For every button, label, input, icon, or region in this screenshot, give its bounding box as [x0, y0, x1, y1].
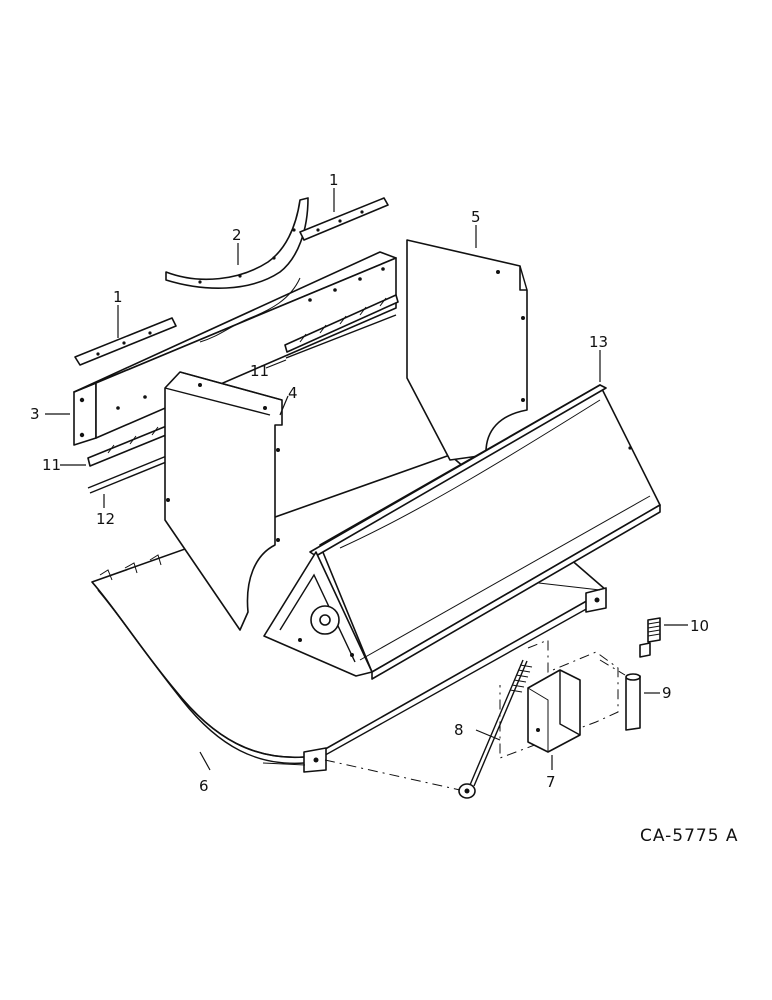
- callout-12: 12: [96, 510, 115, 528]
- callout-labels: 1 2 1 5 13 3 11 4 11 12 10 9 8 6 7: [30, 171, 709, 795]
- part-10-spring: [639, 617, 661, 658]
- callout-3: 3: [30, 405, 40, 423]
- assembly-line-rod-to-pan: [324, 759, 461, 791]
- callout-2: 2: [232, 226, 242, 244]
- callout-11-lower: 11: [42, 456, 61, 474]
- callout-13: 13: [589, 333, 608, 351]
- callout-6: 6: [199, 777, 209, 795]
- callout-11-upper: 11: [250, 362, 269, 380]
- part-11-hinge-upper: [284, 294, 399, 353]
- part-9-sleeve: [625, 673, 641, 731]
- part-1-strip-left: [74, 317, 177, 366]
- callout-10: 10: [690, 617, 709, 635]
- part-2-curved-strap: [165, 197, 309, 289]
- callout-1-right: 1: [329, 171, 339, 189]
- drawing-code: CA-5775 A: [640, 826, 739, 846]
- assembly-line-bracket: [599, 659, 626, 676]
- leader-lines: [45, 188, 688, 771]
- part-4-side-panel: [164, 371, 283, 631]
- part-5-side-panel: [406, 239, 528, 461]
- part-8-threaded-rod: [458, 659, 533, 799]
- part-7-bracket: [499, 639, 619, 759]
- part-13-trough: [263, 384, 661, 680]
- callout-7: 7: [546, 773, 556, 791]
- callout-4: 4: [288, 384, 298, 402]
- callout-1-left: 1: [113, 288, 123, 306]
- part-1-strip-right: [299, 197, 389, 241]
- callout-9: 9: [662, 684, 672, 702]
- callout-8: 8: [454, 721, 464, 739]
- callout-5: 5: [471, 208, 481, 226]
